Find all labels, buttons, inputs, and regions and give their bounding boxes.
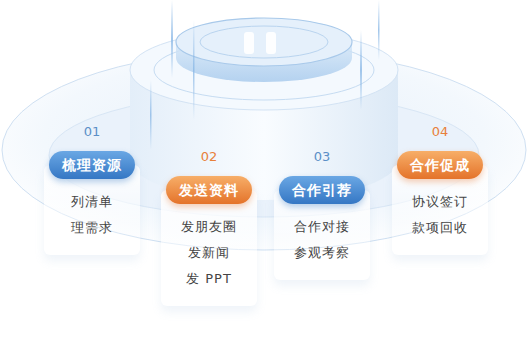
callout-number: 04 xyxy=(432,124,449,139)
step-column: 梳理资源列清单理需求 xyxy=(44,151,140,241)
step-item: 列清单 xyxy=(71,189,113,215)
step-pill: 合作促成 xyxy=(397,151,483,179)
step-item: 合作对接 xyxy=(294,214,350,240)
step-item: 发 PPT xyxy=(186,266,232,292)
step-column: 发送资料发朋友圈发新闻发 PPT xyxy=(161,176,257,292)
step-pill: 梳理资源 xyxy=(49,151,135,179)
callout-number: 02 xyxy=(201,149,218,164)
step-column: 合作引荐合作对接参观考察 xyxy=(274,176,370,266)
step-item: 发新闻 xyxy=(188,240,230,266)
step-item: 款项回收 xyxy=(412,215,468,241)
step-item: 参观考察 xyxy=(294,240,350,266)
callout-number: 01 xyxy=(84,124,101,139)
callout-number: 03 xyxy=(314,149,331,164)
step-column: 合作促成协议签订款项回收 xyxy=(392,151,488,241)
step-pill: 合作引荐 xyxy=(279,176,365,204)
step-pill: 发送资料 xyxy=(166,176,252,204)
step-item: 协议签订 xyxy=(412,189,468,215)
step-item: 理需求 xyxy=(71,215,113,241)
step-item: 发朋友圈 xyxy=(181,214,237,240)
